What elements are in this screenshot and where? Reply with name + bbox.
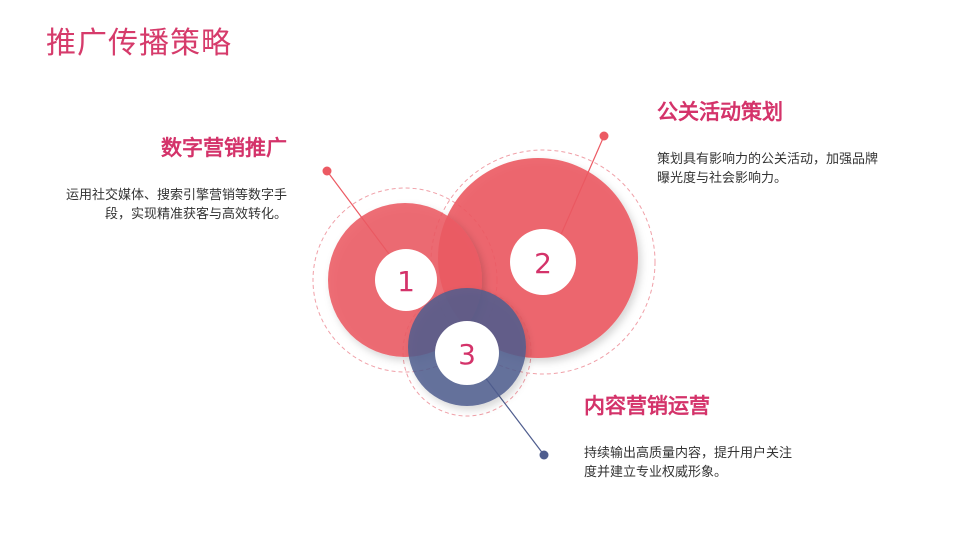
item-2-description: 策划具有影响力的公关活动，加强品牌曝光度与社会影响力。 xyxy=(657,152,879,186)
number-disc-1 xyxy=(375,249,437,311)
connector-dot-2 xyxy=(599,131,609,141)
connector-dot-3 xyxy=(539,450,549,460)
item-1-description: 运用社交媒体、搜索引擎营销等数字手段，实现精准获客与高效转化。 xyxy=(65,188,287,222)
number-disc-3 xyxy=(435,321,499,385)
item-3-heading: 内容营销运营 xyxy=(584,394,710,418)
number-disc-2 xyxy=(510,229,576,295)
page-title: 推广传播策略 xyxy=(46,26,232,61)
item-2-heading: 公关活动策划 xyxy=(657,100,783,124)
connector-dot-1 xyxy=(322,166,332,176)
number-2: 2 xyxy=(534,247,552,280)
item-1-heading: 数字营销推广 xyxy=(161,136,287,160)
item-3-description: 持续输出高质量内容，提升用户关注度并建立专业权威形象。 xyxy=(584,446,793,480)
number-1: 1 xyxy=(397,265,415,298)
number-3: 3 xyxy=(458,338,476,371)
